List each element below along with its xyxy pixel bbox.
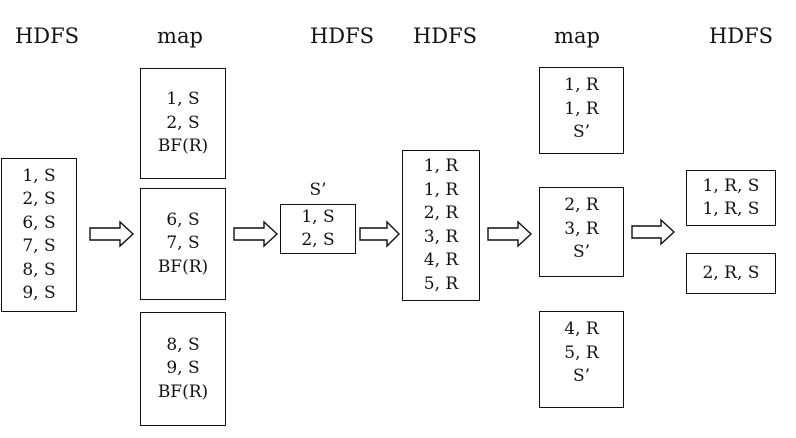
- block-line: 1, R: [423, 179, 459, 200]
- block-line: 1, R: [564, 98, 599, 119]
- arrow-right-icon: [233, 220, 279, 248]
- block-line: 5, R: [564, 342, 599, 363]
- block-line: 6, S: [166, 209, 200, 230]
- block-line: 1, S: [301, 206, 335, 227]
- map1-block-3: 8, S 9, S BF(R): [140, 312, 226, 426]
- input-block: 1, S 2, S 6, S 7, S 8, S 9, S: [1, 158, 77, 312]
- block-line: 2, R: [564, 195, 599, 215]
- map2-block-1: 1, R 1, R S’: [539, 67, 624, 154]
- block-line: 2, S: [22, 189, 56, 209]
- block-line: 2, S: [301, 230, 335, 250]
- block-line: 5, R: [423, 273, 459, 294]
- block-line: S’: [572, 242, 591, 262]
- block-line: 1, S: [166, 89, 200, 110]
- block-line: 4, R: [564, 319, 599, 339]
- map1-block-1: 1, S 2, S BF(R): [140, 68, 226, 179]
- block-line: 1, S: [22, 165, 56, 186]
- block-line: 3, R: [423, 226, 459, 247]
- map2-block-3: 4, R 5, R S’: [539, 311, 624, 408]
- header-hdfs-4: HDFS: [708, 24, 774, 48]
- s-prime-block: 1, S 2, S: [280, 204, 356, 254]
- header-hdfs-2: HDFS: [309, 24, 375, 48]
- block-line: BF(R): [157, 136, 209, 157]
- header-hdfs-3: HDFS: [412, 24, 478, 48]
- block-line: 1, R, S: [702, 175, 760, 196]
- arrow-right-icon: [631, 218, 676, 246]
- block-line: 4, R: [423, 250, 459, 270]
- block-line: 1, R, S: [702, 199, 760, 219]
- map2-block-2: 2, R 3, R S’: [539, 187, 624, 277]
- block-line: 2, S: [166, 112, 200, 133]
- block-line: BF(R): [157, 381, 209, 402]
- block-line: 8, S: [166, 334, 200, 355]
- block-line: 7, S: [166, 233, 200, 254]
- block-line: S’: [572, 122, 591, 142]
- block-line: S’: [572, 366, 591, 386]
- r-block: 1, R 1, R 2, R 3, R 4, R 5, R: [402, 150, 480, 301]
- s-prime-label: S’: [309, 180, 327, 200]
- header-map-2: map: [554, 24, 600, 48]
- block-line: 9, S: [166, 358, 200, 379]
- header-hdfs-1: HDFS: [14, 24, 80, 48]
- arrow-right-icon: [89, 220, 135, 248]
- arrow-right-icon: [359, 220, 400, 248]
- block-line: 3, R: [564, 218, 599, 239]
- block-line: 8, S: [22, 259, 56, 280]
- block-line: BF(R): [157, 256, 209, 277]
- block-line: 7, S: [22, 236, 56, 256]
- output-block-2: 2, R, S: [686, 253, 776, 294]
- header-map-1: map: [157, 24, 203, 48]
- map1-block-2: 6, S 7, S BF(R): [140, 188, 226, 300]
- block-line: 9, S: [22, 283, 56, 303]
- block-line: 6, S: [22, 212, 56, 233]
- block-line: 2, R, S: [702, 262, 760, 283]
- block-line: 1, R: [564, 75, 599, 95]
- output-block-1: 1, R, S 1, R, S: [686, 170, 776, 226]
- arrow-right-icon: [487, 220, 533, 248]
- block-line: 1, R: [423, 156, 459, 176]
- block-line: 2, R: [423, 203, 459, 223]
